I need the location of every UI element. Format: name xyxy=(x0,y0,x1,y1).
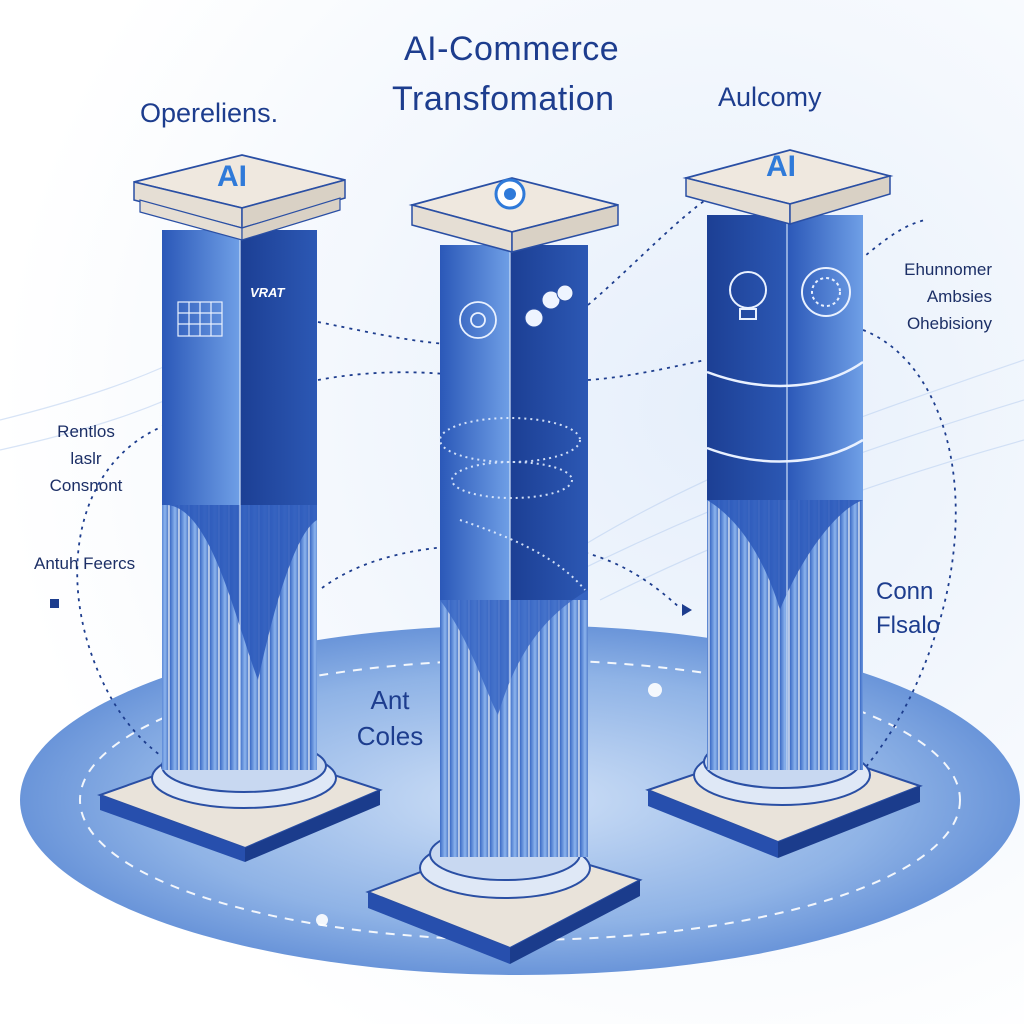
side-note-left-top: Rentlos laslr Consnont xyxy=(26,418,146,499)
pillar-right xyxy=(645,149,923,858)
side-note-right-top-2: Ambsies xyxy=(926,287,992,306)
title-line-1: AI-Commerce xyxy=(404,30,620,68)
pillar-left xyxy=(97,154,383,862)
pillar-label-right: Aulcomy xyxy=(718,82,822,112)
center-bottom-note-1: Ant xyxy=(370,685,410,715)
gear-icon xyxy=(459,301,497,339)
center-bottom-note: Ant Coles xyxy=(350,682,430,754)
pillar-badge: VRAT xyxy=(250,285,285,300)
capital-label-right: AI xyxy=(766,150,796,183)
side-note-left-top-2: laslr xyxy=(70,449,102,468)
side-note-right-mid-1: Conn xyxy=(876,578,934,605)
lightbulb-icon xyxy=(729,271,767,320)
side-note-right-mid-2: Flsalo xyxy=(876,612,941,639)
side-note-right-mid: Conn Flsalo xyxy=(876,575,940,643)
circuit-badge-icon xyxy=(801,267,851,317)
side-note-left-top-3: Consnont xyxy=(49,476,123,495)
side-note-right-top-3: Ohebisiony xyxy=(906,314,992,333)
platform-ring xyxy=(79,659,961,941)
spiral-dots xyxy=(439,417,586,591)
center-bottom-note-2: Coles xyxy=(356,721,424,751)
arrow-head-icon xyxy=(682,604,692,616)
chip-grid-icon xyxy=(177,301,223,337)
capital-label-left: AI xyxy=(217,160,247,193)
side-note-left-top-1: Rentlos xyxy=(57,422,115,441)
pillar-middle xyxy=(365,177,643,964)
marker-square-icon xyxy=(50,599,59,608)
side-note-right-top-1: Ehunnomer xyxy=(904,260,992,279)
side-note-right-top: Ehunnomer Ambsies Ohebisiony xyxy=(886,256,992,337)
title-line-2: Transfomation xyxy=(392,80,615,118)
pillar-label-left: Opereliens. xyxy=(140,98,279,128)
side-note-left-mid: Antuh Feercs xyxy=(34,554,136,573)
molecule-icon xyxy=(524,284,574,328)
